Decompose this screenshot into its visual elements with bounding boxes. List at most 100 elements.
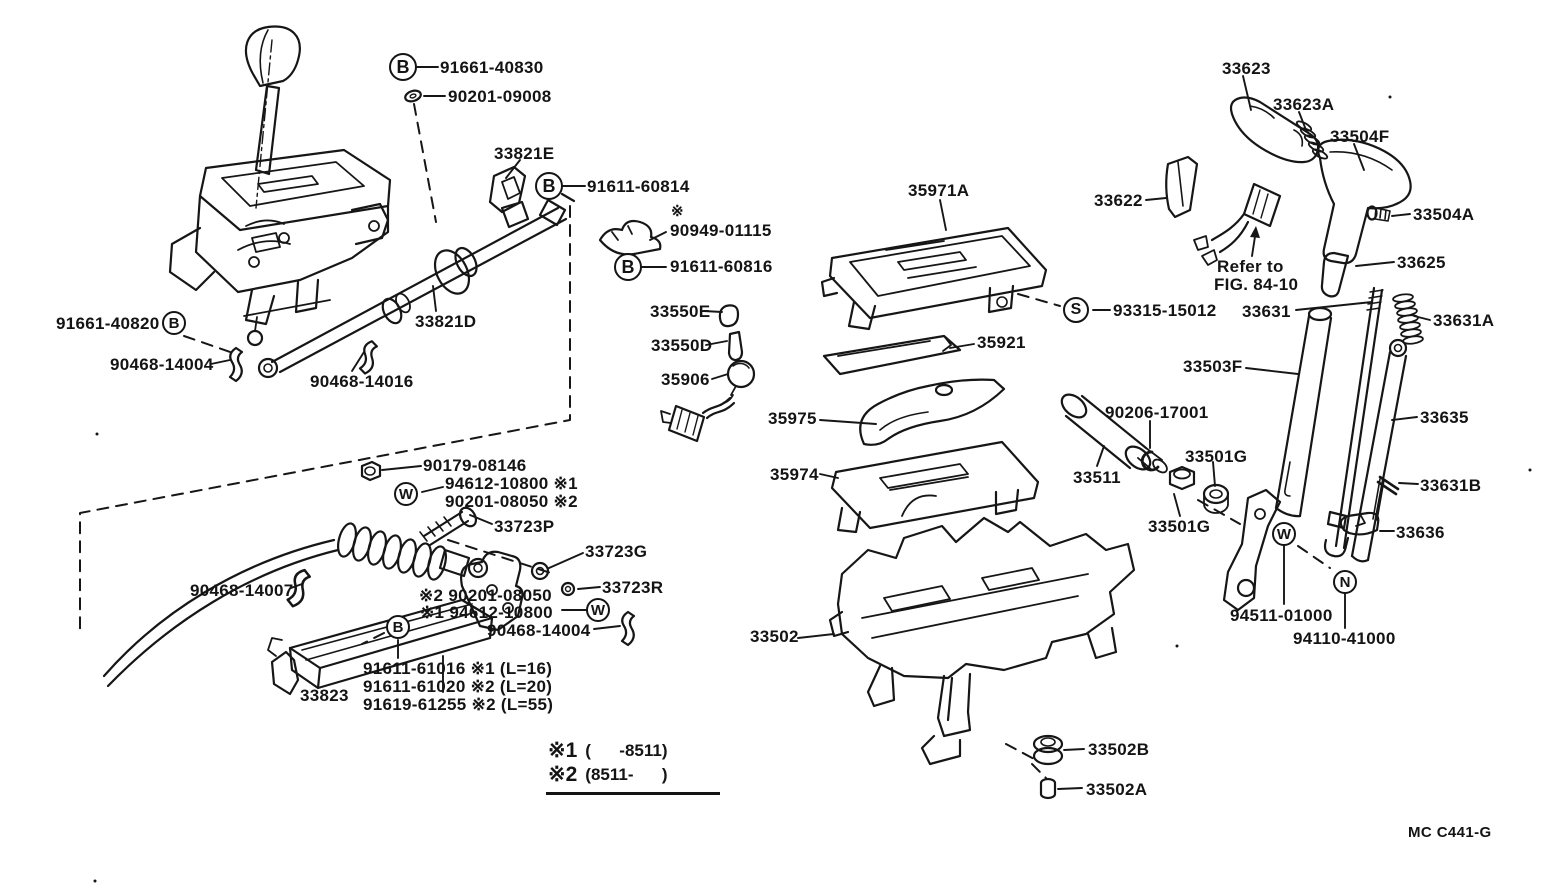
part-33723P-bolt-art [419,506,478,547]
label-90949-01115: 90949-01115 [670,221,772,240]
label-35975: 35975 [768,409,817,428]
label-90201-09008: 90201-09008 [448,87,552,106]
label-33823: 33823 [300,686,349,705]
part-33502A-art [1039,777,1057,800]
label-91661-40820: 91661-40820 [56,314,160,333]
part-33501G-bushing-b-art [1202,483,1230,514]
label-91661-40830: 91661-40830 [440,58,544,77]
part-33502B-art [1032,734,1064,766]
label-33635: 33635 [1420,408,1469,427]
part-90949-01115-art [598,219,662,256]
part-harness-art [1193,182,1282,266]
part-33623A-spring-art [1295,120,1329,160]
part-33821D-cable-art [257,192,576,379]
legend-row-1: ※1 ( -8511) [548,738,716,762]
part-35971A-art [820,226,1048,331]
callout-w-6: W [394,482,418,506]
callout-b-2: B [535,172,563,200]
part-90201-09008-art [404,89,422,103]
label-note1-94612-10800: ※1 94612-10800 [420,603,553,622]
refer-note-line1: Refer to [1217,257,1284,276]
label-33623A: 33623A [1273,95,1335,114]
part-33631B-pin-art [1376,475,1400,496]
leader-lines [210,66,1431,790]
label-91611-61020: 91611-61020 ※2 (L=20) [363,677,553,696]
part-33502-art [828,516,1136,766]
part-33503F-art [1274,306,1333,518]
part-90468-14004-clip-a-art [228,346,244,383]
callout-b-5: B [386,615,410,639]
label-91611-61016: 91611-61016 ※1 (L=16) [363,659,553,678]
label-note2-90201-08050: ※2 90201-08050 [419,586,552,605]
label-90201-08050-note2: 90201-08050 ※2 [445,492,578,511]
label-33821D: 33821D [415,312,477,331]
label-35974: 35974 [770,465,819,484]
part-33550E-art [718,304,740,328]
part-33625-art [1320,251,1350,298]
label-94612-10800-note1: 94612-10800 ※1 [445,474,578,493]
label-33550E: 33550E [650,302,711,321]
part-90468-14004-clip-b-art [620,610,636,647]
callout-w-8: W [1272,522,1296,546]
part-90179-08146-nut-art [360,460,382,482]
part-33550D-art [727,330,744,362]
label-35971A: 35971A [908,181,970,200]
part-33622-art [1165,155,1199,219]
callout-b-4: B [162,311,186,335]
part-33504A-screw-art [1366,205,1391,222]
label-33504F: 33504F [1330,127,1390,146]
part-33635-art [1350,338,1408,563]
label-33511: 33511 [1073,468,1121,487]
label-90468-14007: 90468-14007 [190,581,294,600]
refer-note-line2: FIG. 84-10 [1214,275,1299,294]
legend-range-2: (8511- ) [585,764,668,784]
label-35921: 35921 [977,333,1026,352]
part-33636-clip-art [1339,511,1380,536]
label-90179-08146: 90179-08146 [423,456,527,475]
part-33501G-bushing-a-art [1168,465,1196,491]
label-33631A: 33631A [1433,311,1495,330]
part-33631A-spring-art [1392,293,1424,345]
label-33821E: 33821E [494,144,555,163]
label-91611-60814: 91611-60814 [587,177,690,196]
part-33631-rod-art [1323,286,1384,558]
label-33550D: 33550D [651,336,713,355]
label-91619-61255: 91619-61255 ※2 (L=55) [363,695,554,714]
refer-note-arrow [1250,226,1260,257]
label-33501G-b: 33501G [1148,517,1211,536]
part-90206-17001-clip-art [1140,450,1160,472]
part-35921-art [822,334,962,376]
label-33631: 33631 [1242,302,1291,321]
label-33625: 33625 [1397,253,1446,272]
label-33503F: 33503F [1183,357,1243,376]
label-33622: 33622 [1094,191,1143,210]
label-33502: 33502 [750,627,799,646]
label-33723G: 33723G [585,542,648,561]
legend-range-1: ( -8511) [585,740,668,760]
label-94110-41000: 94110-41000 [1293,629,1396,648]
part-35975-art [859,378,1006,446]
label-90468-14004-a: 90468-14004 [110,355,214,374]
label-33623: 33623 [1222,59,1271,78]
callout-s-9: S [1063,297,1089,323]
label-90468-14016: 90468-14016 [310,372,414,391]
callout-w-7: W [586,598,610,622]
callout-b-3: B [614,253,642,281]
part-35974-art [830,440,1040,534]
part-33623-art [1229,96,1320,164]
part-lower-cable-art [102,522,489,688]
part-33821E-art [488,165,530,229]
scan-specks [93,95,1532,883]
label-ref-asterisk: ※ [671,203,684,220]
label-33504A: 33504A [1413,205,1475,224]
label-33723P: 33723P [494,517,555,536]
part-94511-bracket-art [1222,488,1282,612]
label-33636: 33636 [1396,523,1445,542]
part-33723R-art [560,581,576,597]
part-shift-lever-assembly-art [168,25,392,347]
label-33631B: 33631B [1420,476,1482,495]
callout-b-1: B [389,53,417,81]
callout-n-10: N [1333,570,1357,594]
label-90206-17001: 90206-17001 [1105,403,1209,422]
